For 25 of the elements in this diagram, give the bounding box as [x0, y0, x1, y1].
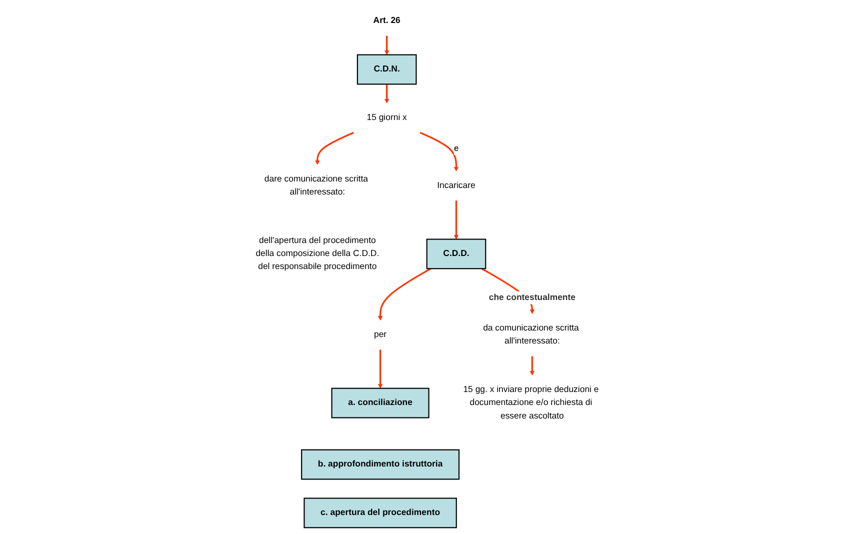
node-box: C.D.N.: [356, 54, 416, 85]
node-box: a. conciliazione: [330, 388, 430, 418]
node-box: C.D.D.: [426, 238, 486, 270]
node-label: dell'apertura del procedimento: [258, 236, 376, 246]
arrow: [378, 268, 431, 321]
arrow: [530, 356, 534, 376]
node-box: b. approfondimento istruttoria: [300, 449, 460, 480]
node-text: per: [374, 330, 386, 340]
arrow: [454, 200, 458, 240]
edge-label: e: [454, 144, 458, 153]
node-label: del responsabile procedimento: [258, 262, 376, 272]
arrow: [419, 132, 458, 172]
node-text: 15 giorni x: [366, 113, 407, 122]
arrow: [384, 84, 389, 104]
node-label: della composizione della C.D.D.: [255, 249, 379, 258]
node-box: c. apertura del procedimento: [303, 498, 457, 528]
node-text: dare comunicazione scritta all'interessato:: [264, 174, 368, 197]
node-text: da comunicazione scritta all'interessato:: [482, 324, 579, 346]
arrow: [378, 350, 382, 389]
node-text: 15 gg. x inviare proprie deduzioni e documentazione e/o richiesta di essere ascoltato: [462, 385, 598, 420]
arrow: [314, 132, 354, 165]
node-text: Incaricare: [436, 181, 476, 190]
arrow: [384, 36, 389, 55]
edge-label: che contestualmente: [488, 292, 576, 302]
node-text: Art. 26: [372, 16, 400, 26]
